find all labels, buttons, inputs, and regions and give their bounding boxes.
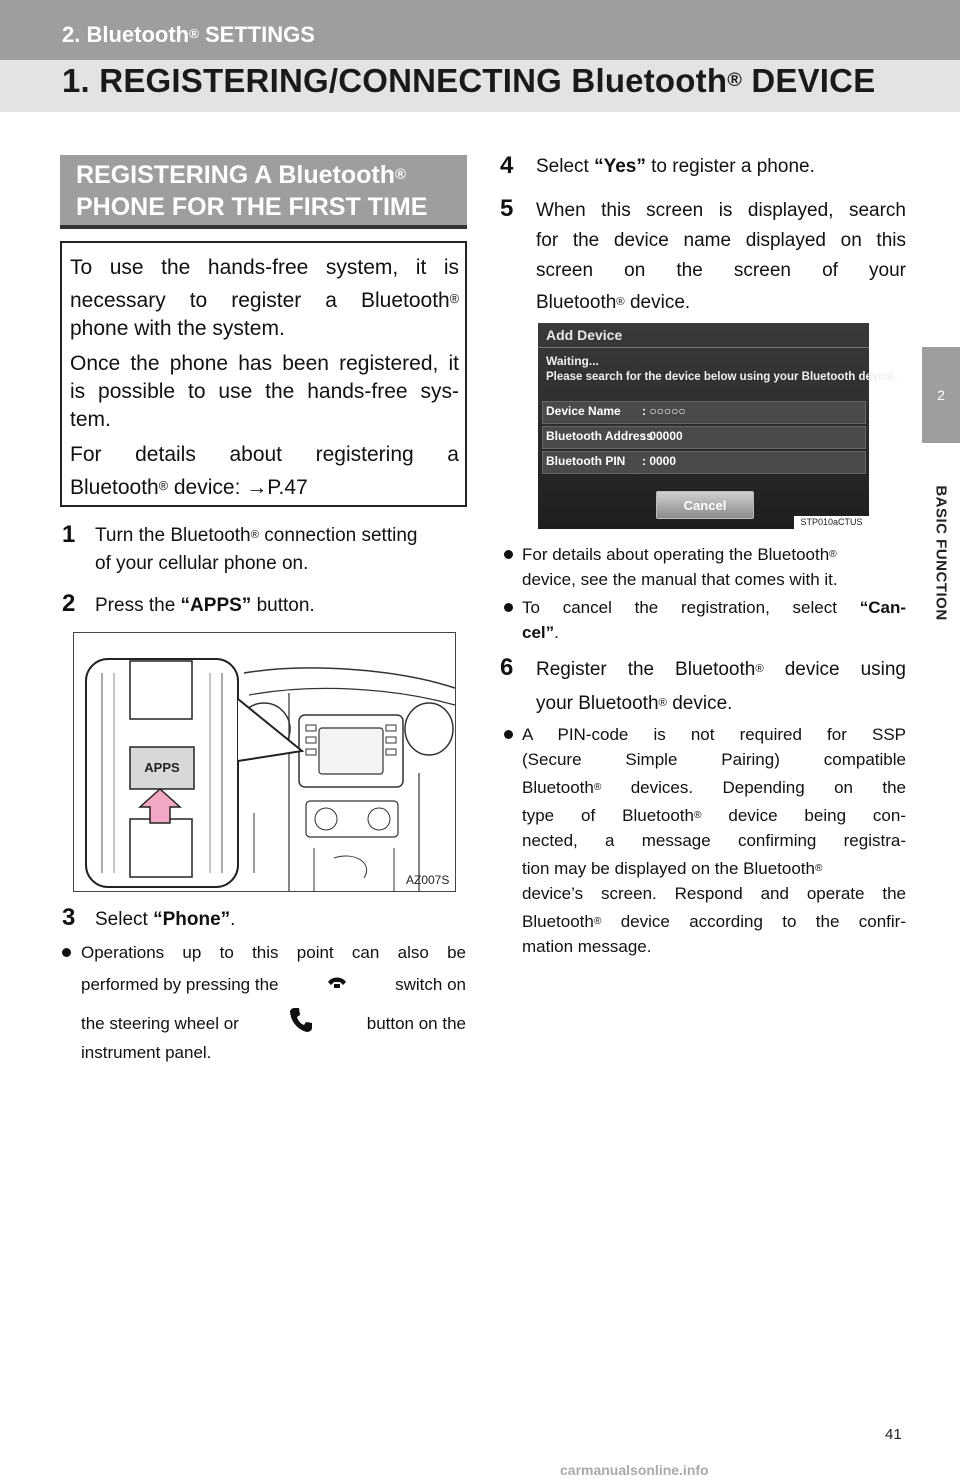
section-heading: REGISTERING A Bluetooth® PHONE FOR THE F… xyxy=(60,155,467,229)
bullet-dot xyxy=(504,550,513,559)
step-3-number: 3 xyxy=(62,904,76,931)
header-band xyxy=(0,0,960,60)
step-2-text: Press the “APPS” button. xyxy=(95,595,315,616)
device-name-value: : ○○○○○ xyxy=(642,404,686,418)
figure2-code: STP010aCTUS xyxy=(794,516,869,529)
step-5-text: When this screen is displayed, search fo… xyxy=(536,200,906,313)
step-1-text-2: of your cellular phone on. xyxy=(95,553,309,574)
page-reference-link[interactable]: →P.47 xyxy=(246,476,308,499)
dashboard-illustration: APPS AZ007S xyxy=(73,632,456,892)
bluetooth-address-label: Bluetooth Address xyxy=(546,429,653,443)
side-tab-label: BASIC FUNCTION xyxy=(932,485,950,621)
bullet-dot xyxy=(504,603,513,612)
section-heading-line1: REGISTERING A Bluetooth® xyxy=(76,161,407,189)
bluetooth-pin-label: Bluetooth PIN xyxy=(546,454,626,468)
step-4-text: Select “Yes” to register a phone. xyxy=(536,156,815,177)
cancel-button[interactable]: Cancel xyxy=(656,491,754,519)
device-name-label: Device Name xyxy=(546,404,621,418)
page-title: 1. REGISTERING/CONNECTING Bluetooth® DEV… xyxy=(62,62,876,99)
bullet-step3: Operations up to this point can also be … xyxy=(62,940,466,1065)
screen-instruction: Please search for the device below using… xyxy=(546,371,898,383)
bullet-step5-details: For details about operating the Bluetoot… xyxy=(504,542,906,592)
bullet-step5-cancel: To cancel the registration, select “Can-… xyxy=(504,595,906,645)
dashboard-drawing xyxy=(85,658,456,891)
bullet-dot xyxy=(504,730,513,739)
section-heading-line2: PHONE FOR THE FIRST TIME xyxy=(76,193,428,221)
step-1-number: 1 xyxy=(62,521,76,548)
step-4-number: 4 xyxy=(500,152,514,179)
bluetooth-address-value: : 00000 xyxy=(642,429,683,443)
step-2-number: 2 xyxy=(62,590,76,617)
phone-handset-icon xyxy=(289,1007,317,1040)
apps-button-label: APPS xyxy=(144,760,180,775)
watermark: carmanualsonline.info xyxy=(560,1462,709,1478)
press-arrow-icon xyxy=(138,787,182,824)
side-tab-number: 2 xyxy=(922,347,960,443)
step-5-number: 5 xyxy=(500,195,514,222)
title-band xyxy=(0,60,960,112)
step-6-number: 6 xyxy=(500,654,514,681)
bullet-dot xyxy=(62,948,71,957)
bluetooth-pin-value: : 0000 xyxy=(642,454,677,468)
bluetooth-address-row xyxy=(542,426,866,449)
screen-waiting: Waiting... xyxy=(546,354,599,368)
bullet-step6: A PIN-code is not required for SSP (Secu… xyxy=(504,722,906,959)
device-name-row xyxy=(542,401,866,424)
figure-code: AZ007S xyxy=(406,873,450,887)
step-1-text: Turn the Bluetooth® connection setting xyxy=(95,525,418,546)
steering-phone-switch-icon xyxy=(326,972,348,997)
bluetooth-pin-row xyxy=(542,451,866,474)
intro-box: To use the hands-free system, it is nece… xyxy=(60,241,467,507)
step-6-text: Register the Bluetooth® device using you… xyxy=(536,659,906,714)
chapter-heading: 2. Bluetooth® SETTINGS xyxy=(62,22,315,47)
page-number: 41 xyxy=(885,1426,902,1443)
add-device-screen: Add Device Waiting... Please search for … xyxy=(538,323,898,529)
screen-title: Add Device xyxy=(546,327,623,343)
step-3-text: Select “Phone”. xyxy=(95,909,236,930)
